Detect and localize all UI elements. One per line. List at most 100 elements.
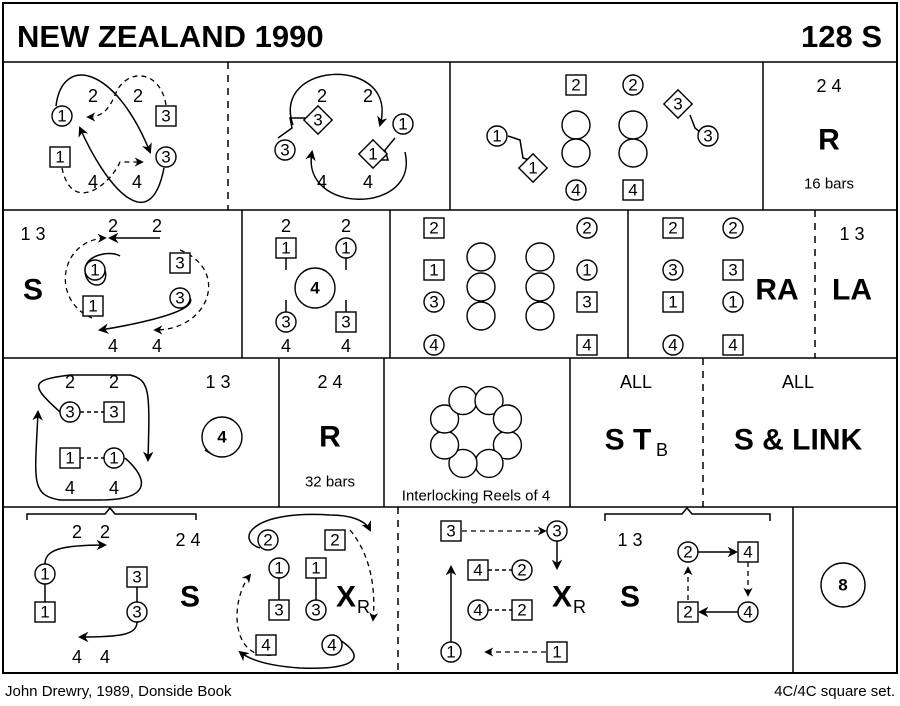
circle-icon <box>677 541 699 563</box>
dancer-woman-2-5: 3 <box>697 125 719 147</box>
position-label-3-0: 2 4 <box>816 76 841 96</box>
dancer-man-16-13: 4 <box>737 541 759 563</box>
square-icon <box>423 259 445 281</box>
position-label-9-0: 2 <box>65 372 75 392</box>
circle-icon <box>722 291 744 313</box>
caption-10-2: 32 bars <box>305 474 355 491</box>
position-label-14-0: 2 <box>72 522 82 542</box>
square-icon <box>324 529 346 551</box>
mark-text: 8 <box>838 576 847 595</box>
circle-icon <box>662 259 684 281</box>
dancer-woman-5-3: 1 <box>335 237 357 259</box>
mark-text: 1 <box>90 261 99 280</box>
square-icon <box>126 566 148 588</box>
circle-icon <box>201 416 243 458</box>
dancer-man-6-6: 3 <box>576 291 598 313</box>
circle-icon <box>697 125 719 147</box>
mark-text: 1 <box>429 261 438 280</box>
dancer-man-4-7: 1 <box>82 295 104 317</box>
dancer-man-2-0: 2 <box>565 74 587 96</box>
mark-text: R <box>818 124 840 157</box>
circle-icon <box>423 334 445 356</box>
position-label-1-0: 2 <box>317 86 327 106</box>
mark-text: 1 <box>40 603 49 622</box>
mark-text: 2 <box>65 372 75 392</box>
circle-icon <box>34 563 56 585</box>
mark-text: 3 <box>175 289 184 308</box>
mark-text: RA <box>755 274 798 307</box>
dancer-woman-6-3: 4 <box>423 334 445 356</box>
circle-icon <box>423 291 445 313</box>
circle-icon <box>722 217 744 239</box>
circle-icon <box>565 179 587 201</box>
dancer-man-16-0: 3 <box>440 520 462 542</box>
subscript-15-9: R <box>357 597 370 617</box>
square-icon <box>722 334 744 356</box>
dancer-man-4-5: 3 <box>169 252 191 274</box>
dancer-woman-15-5: 3 <box>305 599 327 621</box>
circle-icon <box>51 105 73 127</box>
circle-icon <box>576 217 598 239</box>
mark-text: 4 <box>628 181 637 200</box>
mark-text: 4 <box>72 647 82 667</box>
mark-text: 4 <box>65 478 75 498</box>
dancer-woman-2-6: 4 <box>565 179 587 201</box>
square-icon <box>155 105 177 127</box>
mark-text: Interlocking Reels of 4 <box>402 488 550 505</box>
dancer-woman-6-2: 3 <box>423 291 445 313</box>
position-label-14-7: 4 <box>72 647 82 667</box>
square-icon <box>440 520 462 542</box>
dancer-man-turned-2-4: 1 <box>517 152 549 184</box>
mark-text: 4 <box>88 172 98 192</box>
dancer-woman-6-4: 2 <box>576 217 598 239</box>
position-label-12-0: ALL <box>620 372 652 392</box>
mark-text: 2 <box>517 561 526 580</box>
dancer-man-turned-2-2: 3 <box>662 88 694 120</box>
mark-text: 1 <box>446 643 455 662</box>
position-label-9-7: 4 <box>109 478 119 498</box>
mark-text: 2 <box>152 216 162 236</box>
mark-text: 4 <box>327 636 336 655</box>
mark-text: 1 <box>552 643 561 662</box>
mark-text: 4 <box>668 336 677 355</box>
mark-text: S & LINK <box>734 424 863 457</box>
reel-circle <box>492 404 523 434</box>
figure-label-15-8: X <box>336 581 356 614</box>
dance-title: NEW ZEALAND 1990 <box>17 19 324 54</box>
square-icon <box>662 217 684 239</box>
circle-icon <box>155 146 177 168</box>
circle-icon <box>84 259 106 281</box>
figure-label-14-9: S <box>180 581 200 614</box>
figure-label-8-1: LA <box>832 274 872 307</box>
position-label-9-8: 1 3 <box>205 372 230 392</box>
position-label-1-1: 2 <box>363 86 373 106</box>
mark-text: 4 <box>363 172 373 192</box>
position-label-4-2: 2 <box>108 216 118 236</box>
mark-text: 4 <box>217 428 227 447</box>
mark-text: 4 <box>341 336 351 356</box>
position-label-5-8: 4 <box>341 336 351 356</box>
square-icon <box>677 601 699 623</box>
reel-circle <box>448 385 478 416</box>
position-label-4-0: 1 3 <box>20 224 45 244</box>
mark-text: 3 <box>65 403 74 422</box>
mark-text: 3 <box>703 127 712 146</box>
mark-text: 2 <box>341 216 351 236</box>
dancer-man-16-7: 1 <box>546 641 568 663</box>
mark-text: R <box>573 597 586 617</box>
dancer-woman-5-5: 3 <box>275 311 297 333</box>
dancer-woman-2-1: 2 <box>622 74 644 96</box>
mark-text: 3 <box>673 95 682 114</box>
position-label-16-10: 1 3 <box>617 530 642 550</box>
position-label-4-3: 2 <box>152 216 162 236</box>
mark-text: 2 <box>108 216 118 236</box>
mark-text: 1 <box>281 239 290 258</box>
dancer-man-turned-1-5: 1 <box>357 138 389 170</box>
position-label-9-1: 2 <box>109 372 119 392</box>
mark-text: 4 <box>571 181 580 200</box>
mark-text: 2 <box>517 601 526 620</box>
circle-icon <box>820 562 866 608</box>
mark-text: 3 <box>429 293 438 312</box>
mark-text: 4 <box>108 336 118 356</box>
